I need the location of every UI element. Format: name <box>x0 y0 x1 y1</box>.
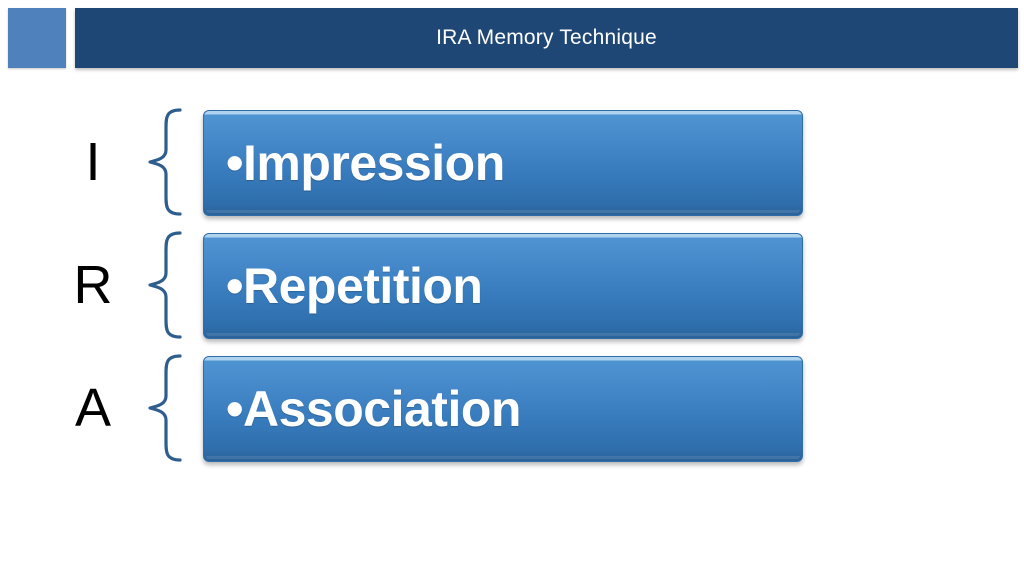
row-letter-label: A <box>74 378 112 438</box>
row-letter-label: I <box>85 132 101 192</box>
list-item: I •Impression <box>0 108 1024 216</box>
list-item: A •Association <box>0 354 1024 462</box>
bullet-box[interactable]: •Association <box>203 356 803 462</box>
bullet-glyph: • <box>226 135 244 191</box>
header-accent-square <box>8 8 66 68</box>
page-title: IRA Memory Technique <box>436 26 657 49</box>
bullet-glyph: • <box>226 258 244 314</box>
left-curly-brace-icon <box>136 352 188 464</box>
bullet-box-text: Repetition <box>243 258 483 314</box>
title-bar: IRA Memory Technique <box>75 8 1018 68</box>
bullet-box-text: Association <box>243 381 521 437</box>
bullet-box[interactable]: •Repetition <box>203 233 803 339</box>
list-item: R •Repetition <box>0 231 1024 339</box>
left-curly-brace-icon <box>136 106 188 218</box>
bullet-box[interactable]: •Impression <box>203 110 803 216</box>
bullet-glyph: • <box>226 381 244 437</box>
bullet-box-label: •Impression <box>204 138 505 188</box>
left-curly-brace-icon <box>136 229 188 341</box>
bullet-box-text: Impression <box>243 135 505 191</box>
row-letter-label: R <box>73 255 113 315</box>
bullet-box-label: •Repetition <box>204 258 483 314</box>
bullet-box-label: •Association <box>204 384 521 434</box>
